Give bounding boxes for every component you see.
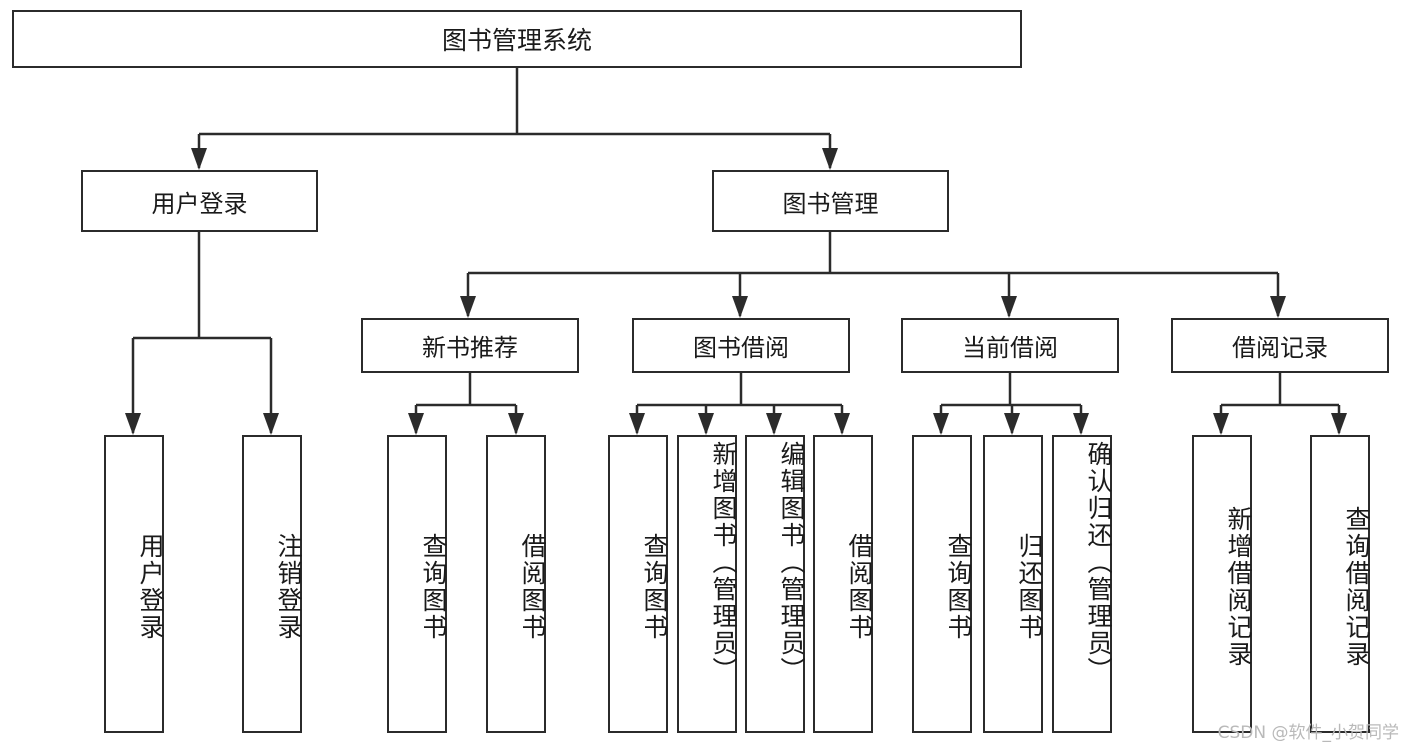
node-leaf-bw-borrow[interactable]: 借阅图书 [813,435,873,733]
watermark-label: CSDN @软件_小贺同学 [1217,723,1399,743]
node-label: 确认归还（管理员） [1084,441,1112,684]
conn-current-arrow-0 [933,413,949,435]
conn-records-arrow-0 [1213,413,1229,435]
conn-mgmt-arrow-3 [1270,296,1286,318]
node-newbook[interactable]: 新书推荐 [361,318,579,373]
node-label: 借阅图书 [845,533,873,641]
node-label: 归还图书 [1015,533,1043,641]
conn-borrow-arrow-1 [698,413,714,435]
node-leaf-logout[interactable]: 注销登录 [242,435,302,733]
conn-root-arrow-1 [822,148,838,170]
conn-records-arrow-1 [1331,413,1347,435]
node-label: 查询图书 [640,533,668,641]
conn-login-arrow-0 [125,413,141,435]
node-label: 借阅图书 [518,533,546,641]
node-label: 查询图书 [419,533,447,641]
node-bookmgmt[interactable]: 图书管理 [712,170,949,232]
conn-newbook-arrow-1 [508,413,524,435]
node-label: 图书管理系统 [441,27,592,55]
node-leaf-user-login[interactable]: 用户登录 [104,435,164,733]
conn-mgmt-arrow-2 [1001,296,1017,318]
node-label: 注销登录 [274,533,302,641]
node-leaf-rec-add[interactable]: 新增借阅记录 [1192,435,1252,733]
node-label: 图书借阅 [693,335,789,362]
conn-borrow-arrow-3 [834,413,850,435]
node-label: 借阅记录 [1232,335,1328,362]
node-label: 当前借阅 [962,335,1058,362]
conn-login-arrow-1 [263,413,279,435]
node-root[interactable]: 图书管理系统 [12,10,1022,68]
node-label: 新增借阅记录 [1224,506,1252,668]
node-records[interactable]: 借阅记录 [1171,318,1389,373]
node-leaf-rec-query[interactable]: 查询借阅记录 [1310,435,1370,733]
node-leaf-bw-edit[interactable]: 编辑图书（管理员） [745,435,805,733]
node-label: 查询借阅记录 [1342,506,1370,668]
node-leaf-cur-return[interactable]: 归还图书 [983,435,1043,733]
node-leaf-nb-query[interactable]: 查询图书 [387,435,447,733]
node-label: 用户登录 [136,533,164,641]
node-label: 用户登录 [151,190,248,218]
node-label: 新书推荐 [422,335,518,362]
node-label: 新增图书（管理员） [709,441,737,684]
conn-mgmt-arrow-1 [732,296,748,318]
node-login[interactable]: 用户登录 [81,170,318,232]
node-leaf-bw-add[interactable]: 新增图书（管理员） [677,435,737,733]
node-label: 编辑图书（管理员） [777,441,805,684]
conn-borrow-arrow-2 [766,413,782,435]
node-current[interactable]: 当前借阅 [901,318,1119,373]
node-label: 查询图书 [944,533,972,641]
node-leaf-nb-borrow[interactable]: 借阅图书 [486,435,546,733]
node-leaf-cur-query[interactable]: 查询图书 [912,435,972,733]
node-borrow[interactable]: 图书借阅 [632,318,850,373]
conn-newbook-arrow-0 [408,413,424,435]
conn-mgmt-arrow-0 [460,296,476,318]
node-label: 图书管理 [782,190,879,218]
conn-current-arrow-1 [1004,413,1020,435]
conn-current-arrow-2 [1073,413,1089,435]
conn-borrow-arrow-0 [629,413,645,435]
conn-root-arrow-0 [191,148,207,170]
node-leaf-bw-query[interactable]: 查询图书 [608,435,668,733]
node-leaf-cur-confirm[interactable]: 确认归还（管理员） [1052,435,1112,733]
